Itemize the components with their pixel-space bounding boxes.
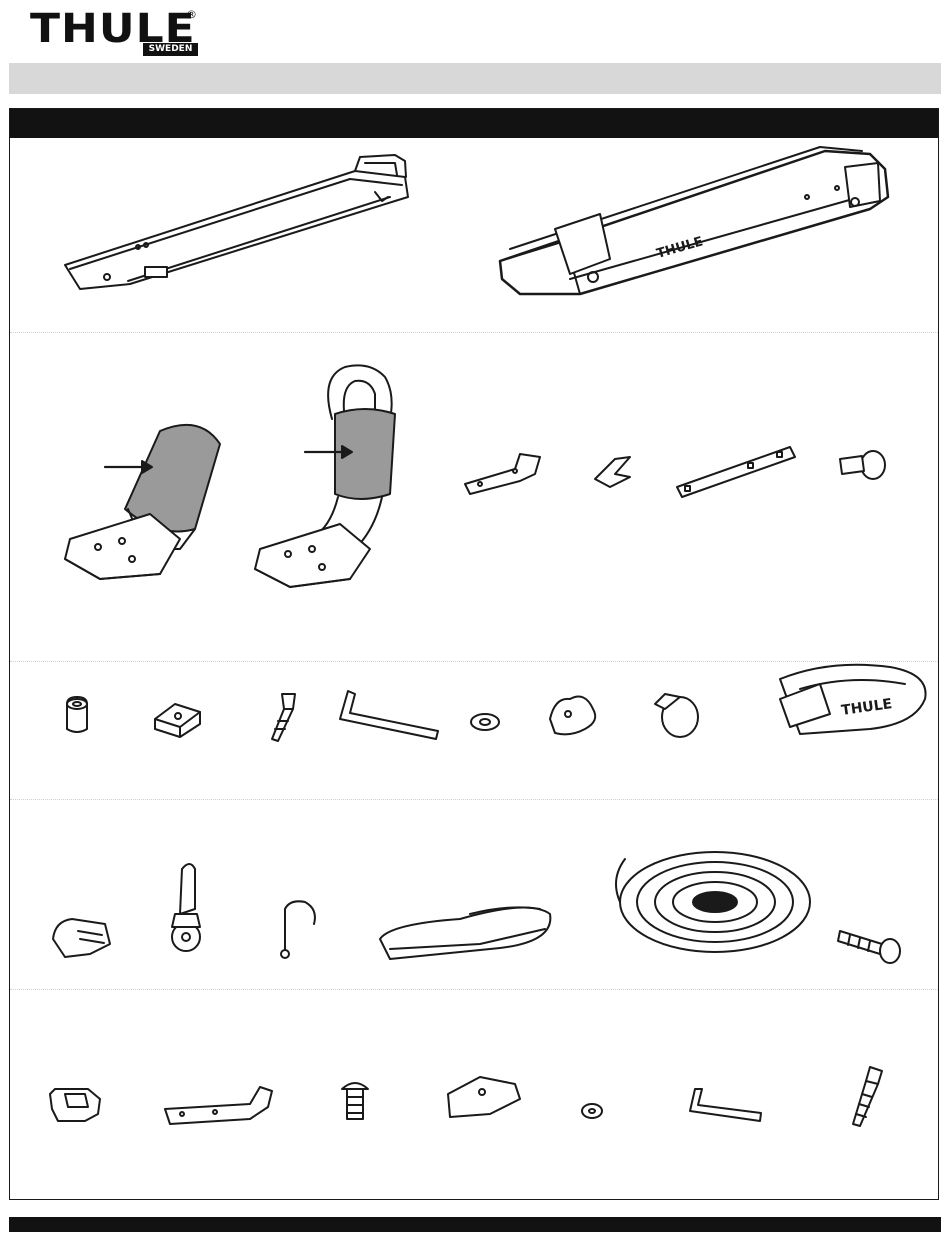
coiled-rope-part xyxy=(616,852,810,952)
end-cap-part xyxy=(655,694,698,737)
small-hex-key-part xyxy=(690,1089,761,1121)
button-bolt-part xyxy=(342,1083,368,1119)
ratchet-strap-part: THULE xyxy=(780,665,926,734)
square-nut-part xyxy=(155,704,200,737)
carabiner-part xyxy=(172,864,200,951)
short-cradle-part xyxy=(65,425,220,579)
spring-clip-part xyxy=(595,457,630,487)
spacer-sleeve-part xyxy=(67,697,87,732)
title-band xyxy=(9,63,941,94)
washer-part xyxy=(471,714,499,730)
s-hook-part xyxy=(281,901,315,958)
bracket-part xyxy=(465,454,540,494)
small-washer-part xyxy=(582,1104,602,1118)
long-bracket-part xyxy=(165,1087,272,1124)
hex-key-part xyxy=(340,691,438,739)
thule-logo: THULE ® SWEDEN xyxy=(30,6,200,56)
carriage-bolt-part xyxy=(840,451,885,479)
saddle-bracket-part xyxy=(448,1077,520,1117)
registered-mark: ® xyxy=(186,8,197,21)
knob-part xyxy=(550,697,595,735)
logo-country-badge: SWEDEN xyxy=(143,43,198,56)
lift-arm-part xyxy=(65,155,408,289)
end-clip-part xyxy=(50,1089,100,1121)
parts-list-frame: THULE xyxy=(9,108,939,1200)
protective-cap-part xyxy=(53,919,110,957)
parts-illustration: THULE xyxy=(10,109,940,1201)
long-screw-part xyxy=(272,694,295,741)
footer-bar xyxy=(9,1217,941,1232)
long-cap-screw-part xyxy=(853,1067,882,1126)
tall-cradle-part xyxy=(255,365,395,587)
bow-strap-part xyxy=(380,907,550,959)
flat-plate-part xyxy=(677,447,795,497)
load-arm-part: THULE xyxy=(500,147,888,294)
hex-screw-part xyxy=(838,931,900,963)
